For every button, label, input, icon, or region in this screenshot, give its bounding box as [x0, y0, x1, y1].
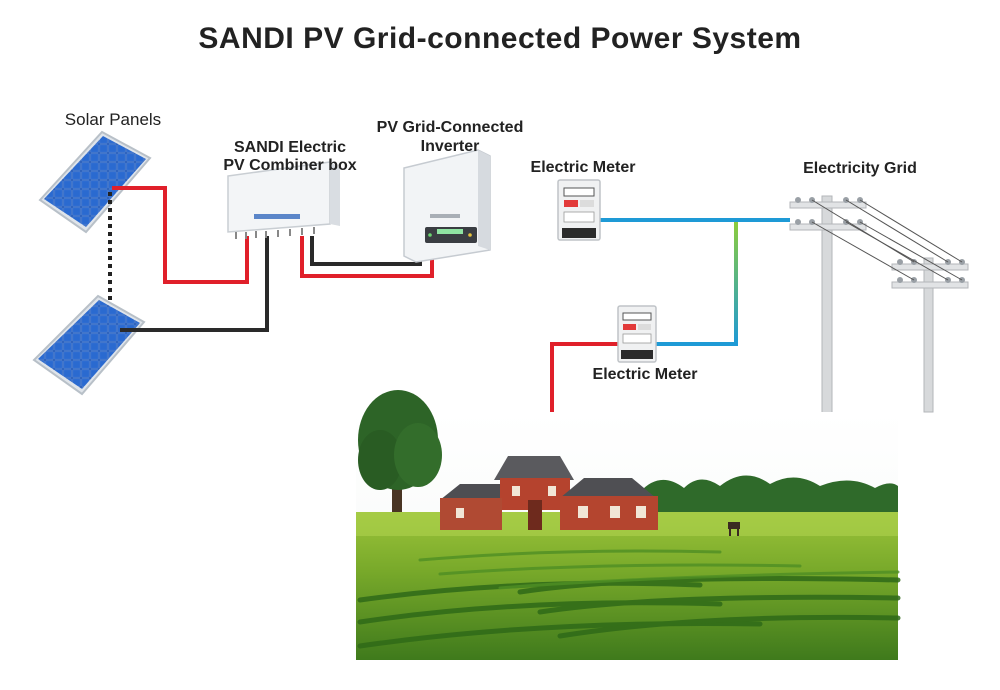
- electric-meter-icon: [557, 179, 601, 241]
- positive-wire: [112, 186, 249, 284]
- farm-scene-image: [356, 390, 901, 660]
- electricity-grid-label: Electricity Grid: [803, 160, 917, 177]
- combiner-label-line1: SANDI Electric: [233, 139, 347, 156]
- inverter-label-line1: PV Grid-Connected: [376, 119, 524, 136]
- power-lines: [811, 199, 963, 281]
- solar-panel-icon: [32, 294, 146, 396]
- positive-wire: [300, 236, 434, 278]
- utility-pole-icon: [789, 195, 867, 415]
- solar-panel-icon: [38, 130, 152, 234]
- utility-pole-icon: [891, 257, 969, 413]
- combiner-label-line2: PV Combiner box: [223, 157, 357, 174]
- electric-meter-label-bottom: Electric Meter: [592, 366, 698, 383]
- solar-panels-label: Solar Panels: [64, 110, 162, 129]
- inverter-icon: [403, 149, 491, 263]
- negative-wire: [120, 236, 269, 332]
- ac-wire: [656, 222, 738, 346]
- combiner-box-icon: [227, 161, 340, 239]
- page-title: SANDI PV Grid-connected Power System: [198, 22, 802, 55]
- electric-meter-icon: [617, 305, 657, 363]
- inverter-label-line2: Inverter: [420, 138, 480, 155]
- electric-meter-label-top: Electric Meter: [530, 159, 636, 176]
